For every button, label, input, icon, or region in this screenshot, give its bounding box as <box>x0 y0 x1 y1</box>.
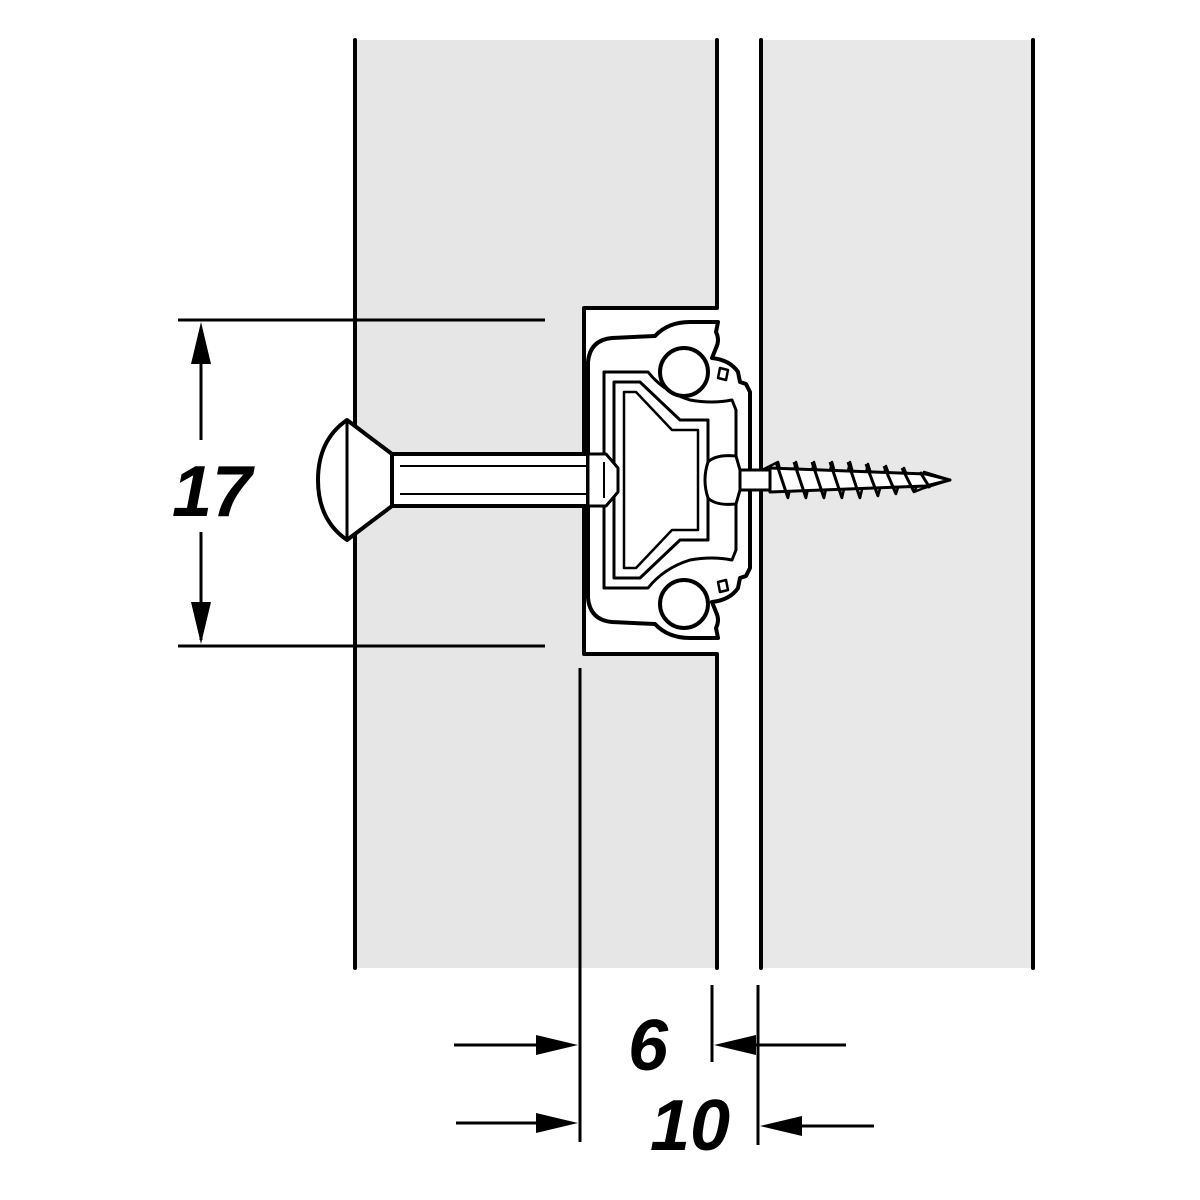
depth-arrow-left-icon <box>760 1116 802 1136</box>
height-dimension <box>178 318 545 648</box>
wood-screw-icon <box>738 460 952 500</box>
height-arrow-down-icon <box>191 602 211 644</box>
drawer-slide-profile-icon <box>586 320 752 640</box>
height-dimension-label: 17 <box>172 452 255 532</box>
gap-dimension-label: 6 <box>628 1006 669 1086</box>
upper-ball-bearing <box>658 346 710 398</box>
cabinet-side-panel <box>759 38 1035 970</box>
countersunk-bolt-icon <box>316 418 620 542</box>
ball-bearings <box>658 346 710 630</box>
depth-dimension-label: 10 <box>650 1086 730 1166</box>
gap-arrow-right-icon <box>536 1035 578 1055</box>
lower-ball-bearing <box>658 578 710 630</box>
height-arrow-up-icon <box>191 322 211 364</box>
gap-dimension <box>454 1035 846 1055</box>
depth-dimension <box>456 1113 874 1136</box>
gap-arrow-left-icon <box>714 1035 756 1055</box>
depth-arrow-right-icon <box>536 1113 578 1133</box>
gap-depth-extension-lines <box>578 668 760 1145</box>
